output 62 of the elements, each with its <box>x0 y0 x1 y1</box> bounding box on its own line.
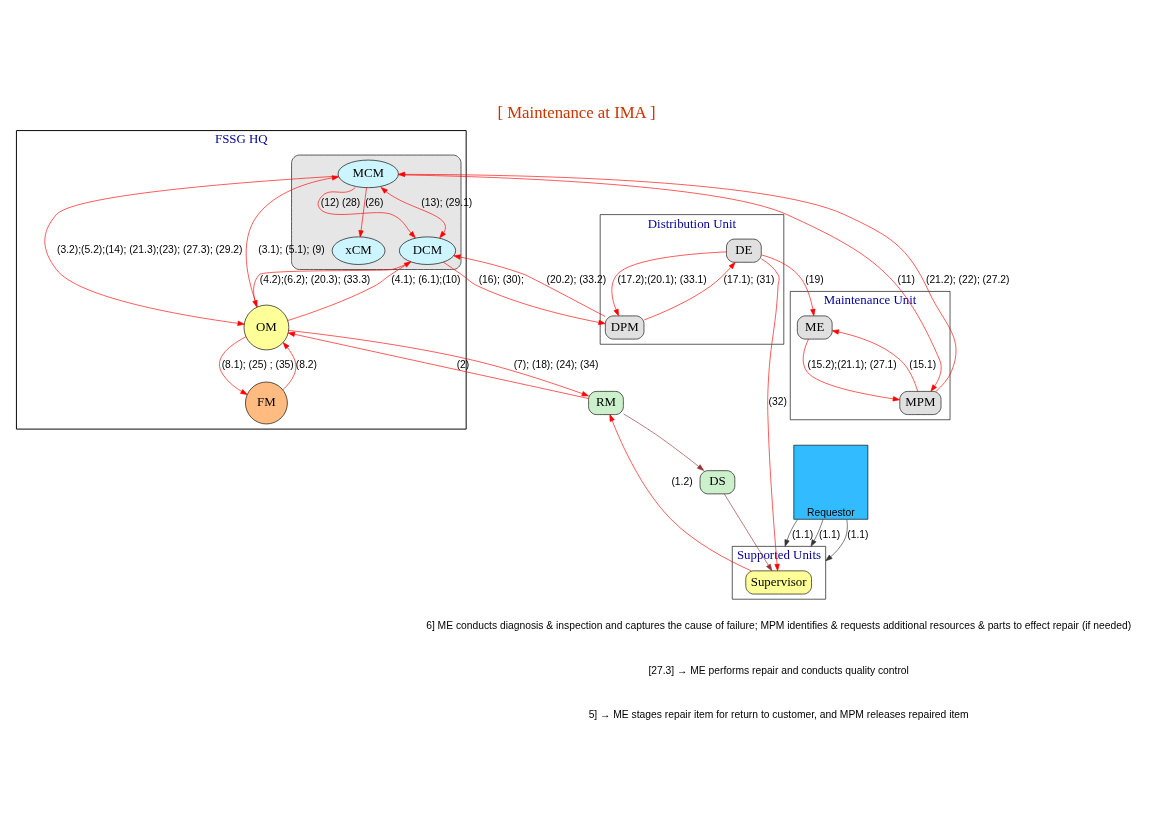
edge-label: (7); (18); (24); (34) <box>513 359 599 371</box>
label: 6] ME conducts diagnosis & inspection and captures the cause of failure; MPM identifies & requests additional resources & parts to effect repair (if needed) <box>426 620 1132 632</box>
node-circle: FM <box>245 381 288 425</box>
edge-label: (12) (28) <box>320 197 361 209</box>
arrow <box>380 187 446 239</box>
arrow <box>358 187 367 238</box>
arrow <box>611 251 727 317</box>
arrow <box>282 342 297 391</box>
node-box: DPM <box>605 315 645 340</box>
arrow <box>287 261 412 321</box>
edge-label: (4.2);(6.2); (20.3); (33.3) <box>259 273 371 285</box>
edge-label: (16); (30); <box>478 273 524 285</box>
node-box: RM <box>588 391 624 415</box>
arrow <box>643 262 736 321</box>
arrow <box>784 519 798 547</box>
arrow <box>825 519 848 562</box>
node-box: DS <box>699 470 736 495</box>
edge-label: (8.1); (25) ; (35) <box>221 359 294 371</box>
node-box: Requestor <box>793 444 869 520</box>
arrow <box>609 414 752 572</box>
node-box: MPM <box>899 391 942 415</box>
node-ellipse: xCM <box>331 236 386 265</box>
diagram-title: [ Maintenance at IMA ] <box>497 102 656 122</box>
edge-label: (15.2);(21.1); (27.1) <box>807 359 897 371</box>
edge-label: (17.1); (31) <box>723 273 775 285</box>
node-box: DE <box>726 238 762 263</box>
edge-label: (4.1); (6.1);(10) <box>391 273 461 285</box>
arrow <box>623 413 705 471</box>
edge-label: (19) <box>805 273 824 285</box>
edge-label: (17.2);(20.1); (33.1) <box>617 273 707 285</box>
edge-label: (21.2); (22); (27.2) <box>925 273 1010 285</box>
edge-label: (26) <box>365 197 384 209</box>
arrow <box>317 187 416 239</box>
arrow <box>831 329 918 392</box>
arrow <box>810 519 824 547</box>
edge-label: (1.1) <box>791 528 814 540</box>
edge-label: (1.1) <box>818 528 841 540</box>
edge-label: (3.2);(5.2);(14); (21.3);(23); (27.3); (29.2) <box>57 244 243 256</box>
node-box: Supervisor <box>745 570 812 595</box>
label: 5] → ME stages repair item for return to customer, and MPM releases repaired item <box>588 709 969 721</box>
arrow <box>761 254 816 317</box>
edge-label: (1.2) <box>671 475 693 487</box>
edge-label: (1.1) <box>847 528 869 540</box>
arrow <box>760 258 780 572</box>
node-ellipse: DCM <box>399 236 456 265</box>
edge-label: (32) <box>768 396 787 408</box>
arrow <box>443 261 606 325</box>
arrow <box>252 261 412 308</box>
edge-label: (15.1) <box>909 359 937 371</box>
label: [27.3] → ME performs repair and conducts quality control <box>648 664 909 676</box>
edge-label: (8.2) <box>295 359 317 371</box>
edge-label: (20.2); (33.2) <box>546 273 607 285</box>
arrow <box>44 175 339 326</box>
arrow <box>219 336 248 395</box>
node-ellipse: MCM <box>337 159 399 188</box>
arrow <box>723 493 773 572</box>
edge-label: (11) <box>897 273 915 285</box>
node-box: ME <box>797 315 833 340</box>
arrow <box>245 175 340 308</box>
arrow <box>802 338 900 402</box>
arrow <box>453 254 606 317</box>
edge-label: (3.1); (5.1); (9) <box>258 244 325 256</box>
